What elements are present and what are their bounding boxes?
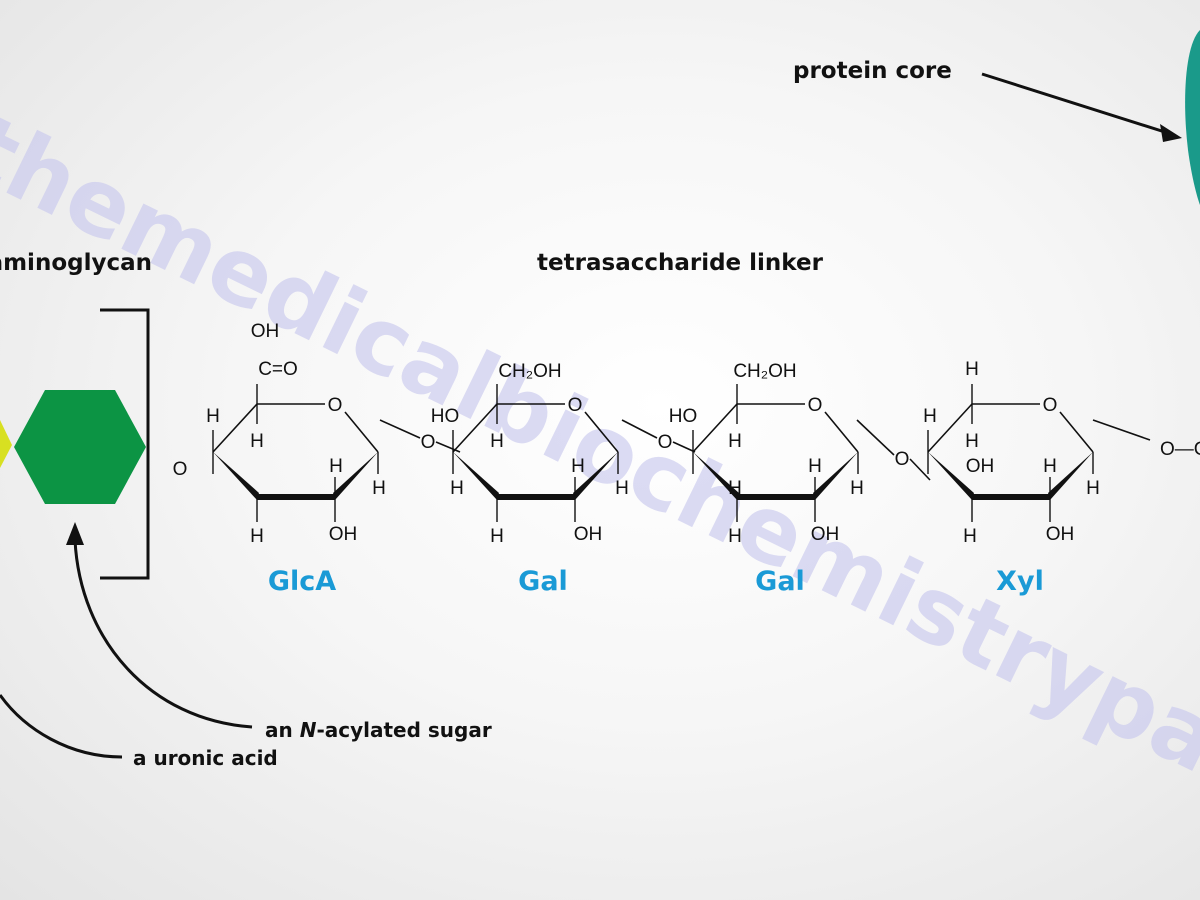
n-acylated-arrow <box>73 539 253 729</box>
substituent: CH₂OH <box>733 361 796 382</box>
substituent: H <box>850 478 864 499</box>
substituent: H <box>965 359 979 380</box>
substituent: OH <box>1046 524 1075 545</box>
n-acylated-sugar-hexagon <box>14 390 146 504</box>
substituent: H <box>965 431 979 452</box>
substituent: H <box>728 431 742 452</box>
ring-oxygen: O <box>568 395 583 416</box>
substituent: H <box>250 526 264 547</box>
glycosidic-oxygen: O <box>658 432 673 453</box>
substituent: H <box>571 456 585 477</box>
uronic-arrow <box>0 694 123 759</box>
substituent: OH <box>966 456 995 477</box>
substituent: HO <box>669 406 698 427</box>
substituent: H <box>728 478 742 499</box>
protein-core-arrow <box>981 72 1169 135</box>
arrowhead-icon <box>66 522 84 545</box>
substituent: H <box>450 478 464 499</box>
ring-oxygen: O <box>808 395 823 416</box>
substituent: H <box>923 406 937 427</box>
substituent: CH₂OH <box>498 361 561 382</box>
substituent: OH <box>574 524 603 545</box>
substituent: H <box>490 431 504 452</box>
substituent: H <box>808 456 822 477</box>
arrowhead-icon <box>1160 124 1182 142</box>
sugar-name-label: Gal <box>518 566 568 597</box>
substituent: C=O <box>258 359 298 380</box>
substituent: HO <box>431 406 460 427</box>
linker-label: tetrasaccharide linker <box>537 250 824 276</box>
uronic-acid-diamond <box>0 420 12 468</box>
n-acylated-label: an N-acylated sugar <box>265 718 492 742</box>
substituent: O <box>173 459 188 480</box>
glycosidic-oxygen: O <box>421 432 436 453</box>
repeat-bracket <box>100 308 150 580</box>
glycosidic-oxygen: O <box>895 449 910 470</box>
ring-oxygen: O <box>328 395 343 416</box>
substituent: OH <box>251 321 280 342</box>
sugar-name-label: Gal <box>755 566 805 597</box>
substituent: H <box>728 526 742 547</box>
substituent: H <box>963 526 977 547</box>
substituent: H <box>490 526 504 547</box>
substituent: OH <box>329 524 358 545</box>
protein-core-shape <box>1185 30 1200 205</box>
sugar-name-label: GlcA <box>268 566 336 597</box>
substituent: H <box>329 456 343 477</box>
substituent: H <box>250 431 264 452</box>
substituent: H <box>206 406 220 427</box>
terminal-linkage: O—C <box>1160 439 1200 460</box>
substituent: H <box>1043 456 1057 477</box>
substituent: H <box>1086 478 1100 499</box>
substituent: OH <box>811 524 840 545</box>
protein-core-label: protein core <box>793 58 952 84</box>
substituent: H <box>372 478 386 499</box>
ring-oxygen: O <box>1043 395 1058 416</box>
uronic-acid-label: a uronic acid <box>133 746 278 770</box>
glycan-label: glycosaminoglycan <box>0 250 152 276</box>
sugar-name-label: Xyl <box>996 566 1044 597</box>
substituent: H <box>615 478 629 499</box>
